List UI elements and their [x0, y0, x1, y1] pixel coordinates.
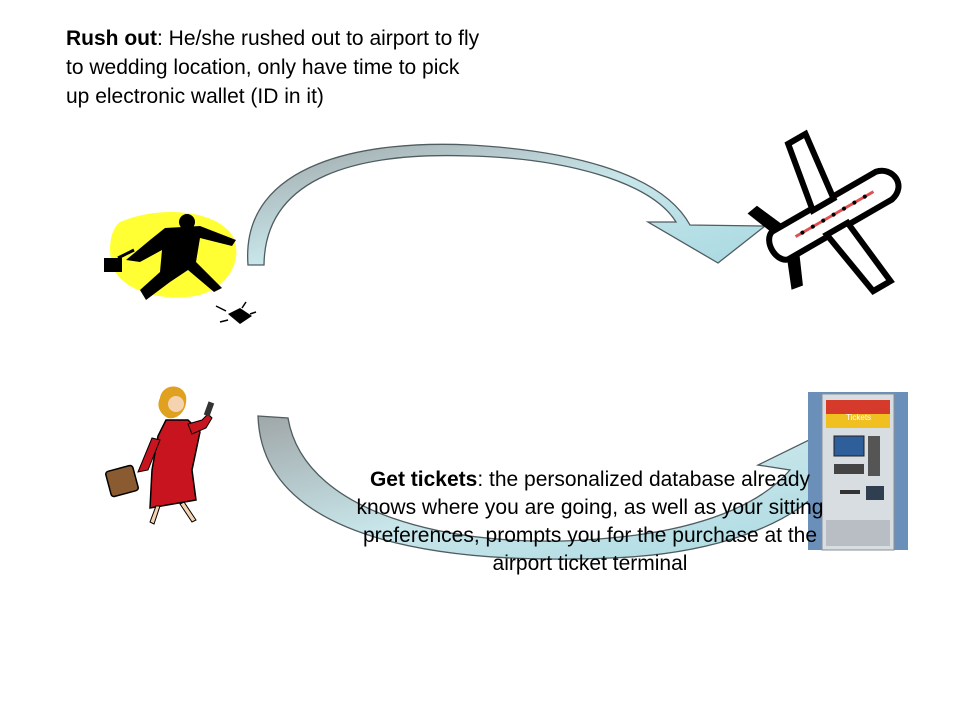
kiosk-sign-label: Tickets	[846, 413, 872, 422]
ticket-kiosk-image	[808, 392, 908, 551]
get-tickets-caption: Get tickets: the personalized database a…	[340, 466, 840, 578]
running-man-icon	[104, 212, 257, 324]
top-curved-arrow	[247, 143, 767, 266]
airplane-icon	[747, 129, 902, 295]
rush-out-body: : He/she rushed out to airport to fly to…	[66, 27, 480, 108]
get-tickets-body: : the personalized database already know…	[356, 468, 824, 575]
rush-out-lead: Rush out	[66, 27, 157, 50]
get-tickets-lead: Get tickets	[369, 468, 478, 491]
businesswoman-icon	[105, 386, 215, 525]
rush-out-caption: Rush out: He/she rushed out to airport t…	[66, 24, 486, 111]
